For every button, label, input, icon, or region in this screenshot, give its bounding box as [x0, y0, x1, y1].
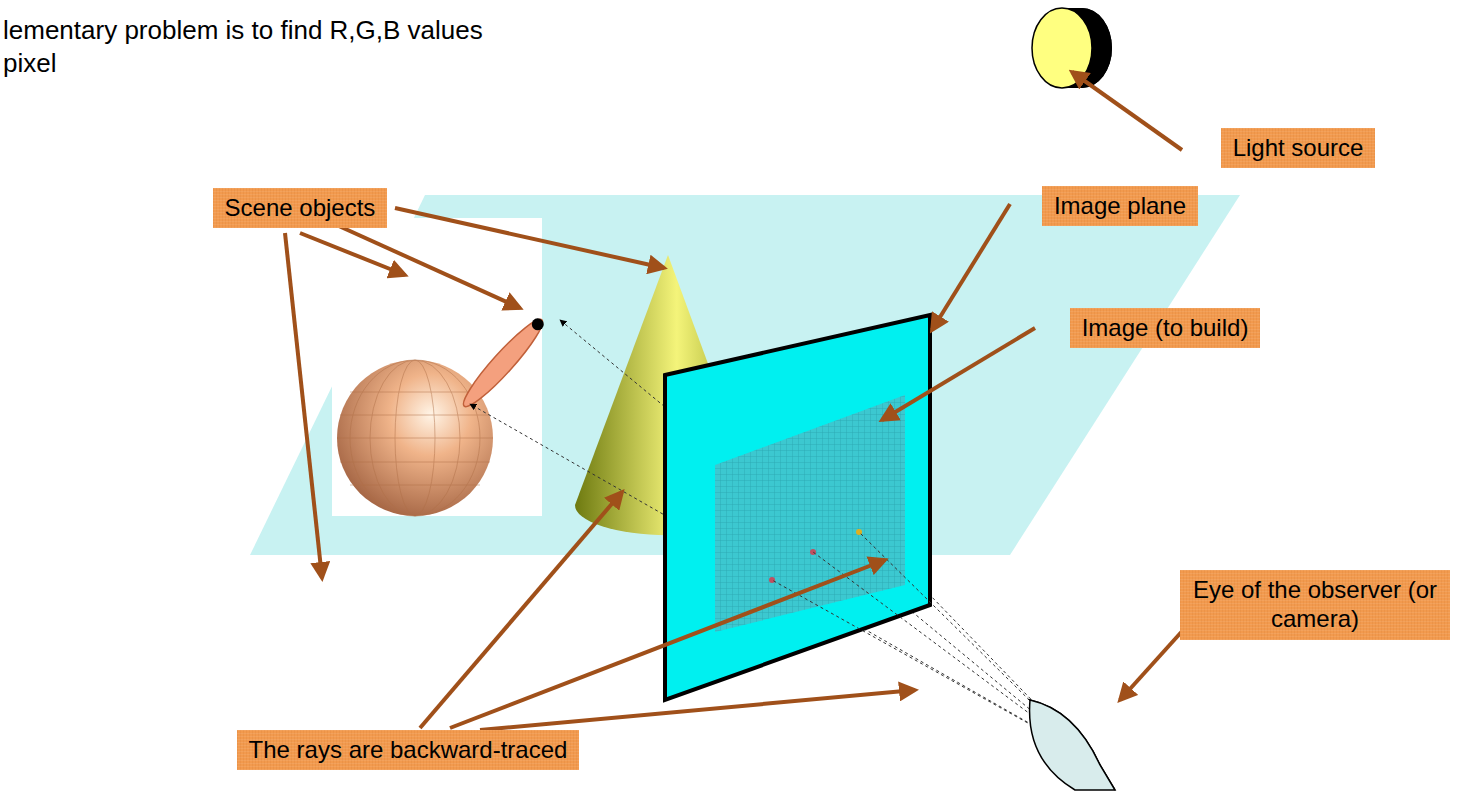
callout-box: Light source: [1221, 128, 1376, 169]
callout-text: Image plane: [1054, 192, 1186, 221]
sphere: [337, 360, 493, 516]
callout-text: Light source: [1233, 134, 1364, 163]
callout-box: The rays are backward-traced: [237, 730, 580, 771]
callout-text: The rays are backward-traced: [249, 736, 568, 765]
intro-text: lementary problem is to find R,G,B value…: [3, 14, 523, 79]
callout-box: Image plane: [1042, 186, 1198, 227]
callout-text: Eye of the observer (or camera): [1192, 576, 1438, 634]
callout-box: Scene objects: [213, 188, 388, 229]
callout-text: Image (to build): [1082, 314, 1249, 343]
eye-symbol: [1030, 700, 1115, 790]
callout-box: Eye of the observer (or camera): [1180, 570, 1450, 640]
callout-text: Scene objects: [225, 194, 376, 223]
light-source-symbol: [1032, 8, 1112, 88]
callout-box: Image (to build): [1070, 308, 1261, 349]
elongated-object: [457, 313, 549, 413]
image-plane: [665, 315, 930, 700]
leader-arrows: [285, 72, 1185, 730]
